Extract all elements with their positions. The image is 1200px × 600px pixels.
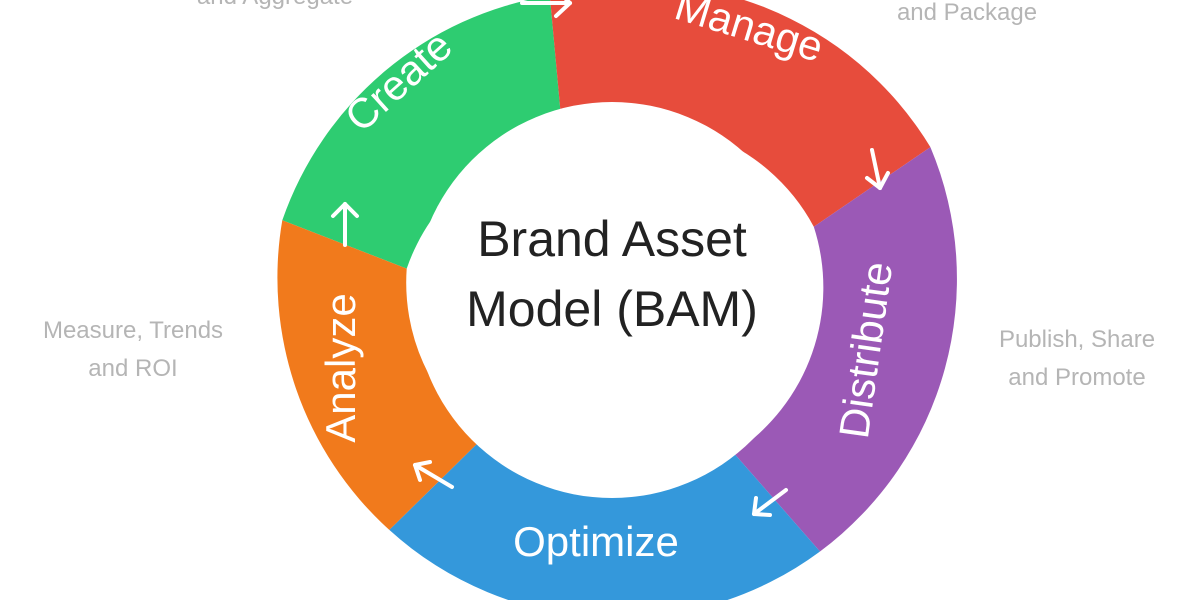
note-right-line2: and Promote <box>1008 364 1145 391</box>
note-left-line2: and ROI <box>88 355 177 382</box>
segment-label-optimize: Optimize <box>513 518 679 565</box>
segment-analyze <box>277 220 483 530</box>
note-right-line1: Publish, Share <box>999 326 1155 353</box>
segment-distribute <box>733 147 957 552</box>
segment-label-analyze: Analyze <box>317 293 364 442</box>
center-disc <box>414 102 810 498</box>
note-top-left: and Aggregate <box>197 0 353 10</box>
arrow-down-left-icon <box>752 488 788 517</box>
note-top-right: and Package <box>897 0 1037 26</box>
arrow-down-icon <box>865 148 890 190</box>
arrow-up-icon <box>331 202 359 247</box>
arrow-up-left-icon <box>413 460 454 489</box>
arrow-right-icon <box>520 0 572 18</box>
center-title-line1: Brand Asset <box>477 211 747 267</box>
segment-manage <box>550 0 931 227</box>
segment-create <box>282 0 563 269</box>
segment-optimize <box>389 438 820 600</box>
center-title-line2: Model (BAM) <box>466 281 758 337</box>
note-left-line1: Measure, Trends <box>43 317 223 344</box>
